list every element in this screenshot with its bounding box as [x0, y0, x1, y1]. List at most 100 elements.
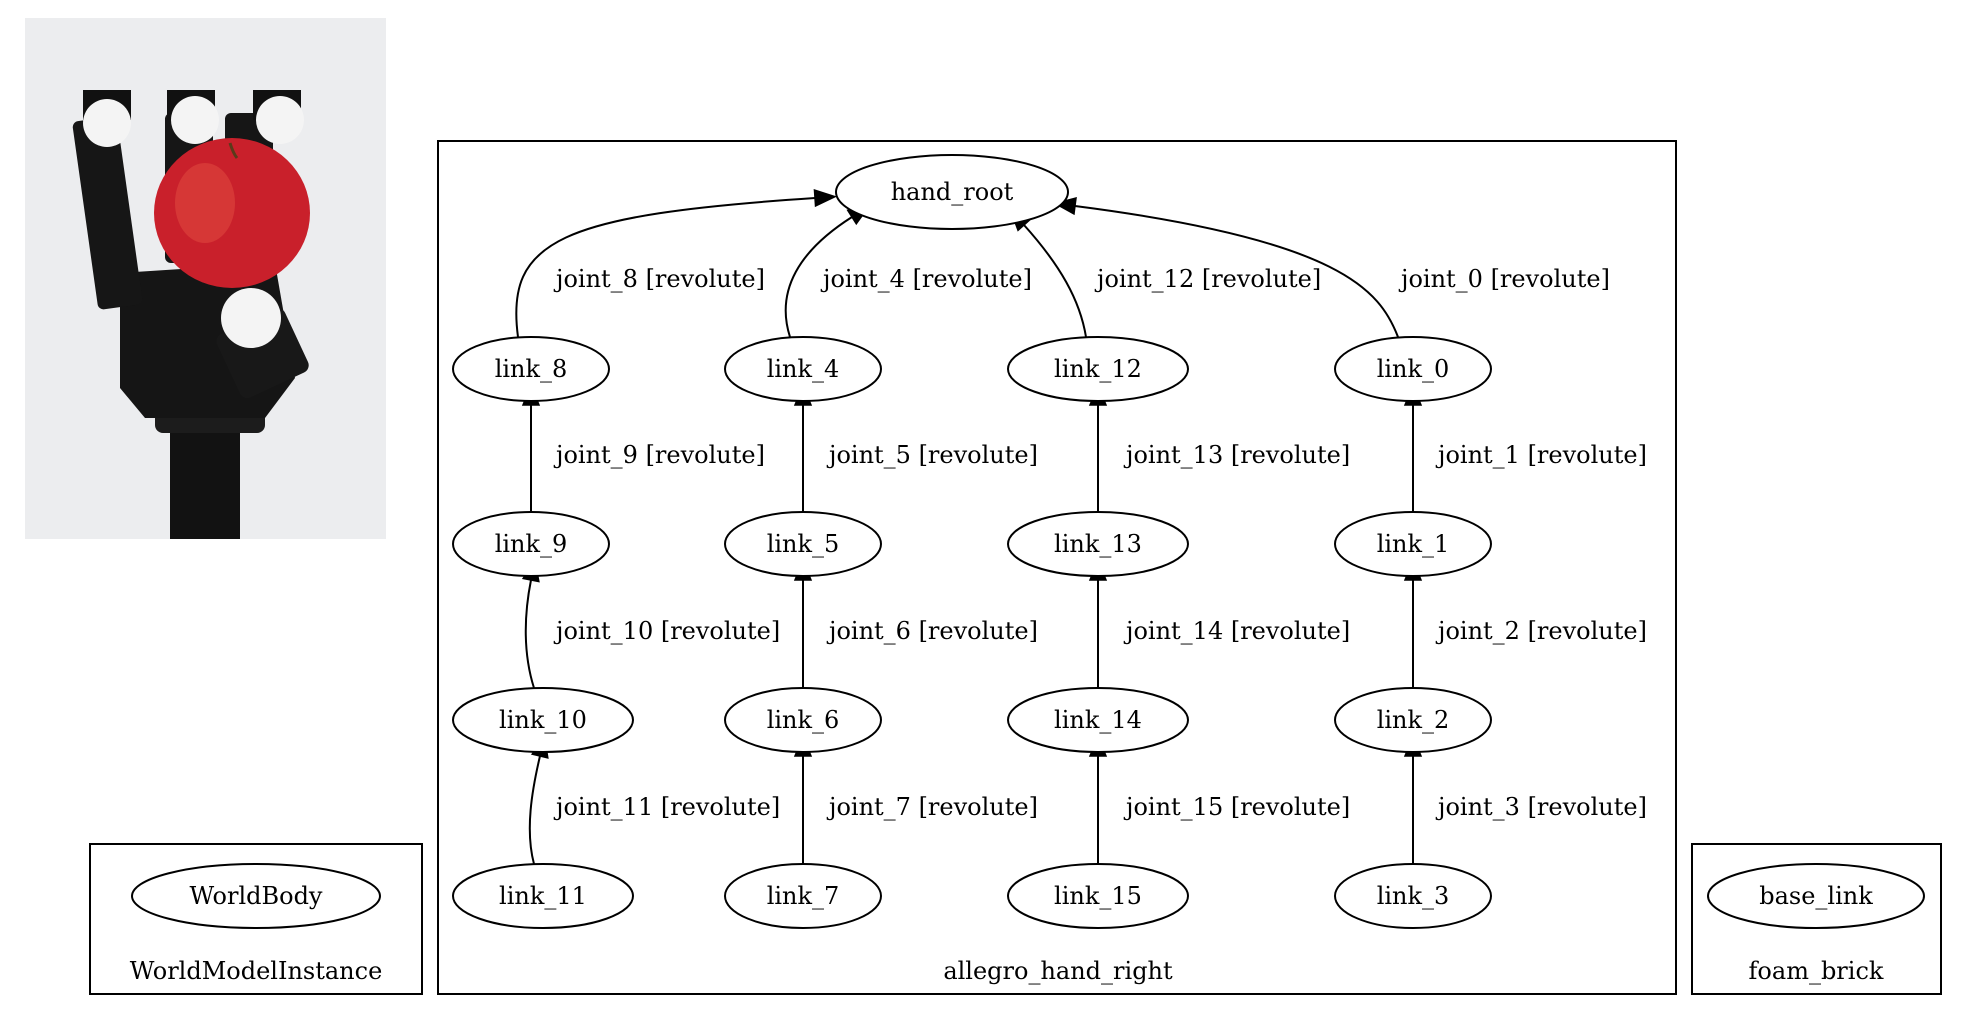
- fingertip-left: [83, 99, 131, 147]
- node-link-12: link_12: [1007, 336, 1189, 402]
- edge-label: joint_3 [revolute]: [1435, 793, 1647, 821]
- node-shape: [1334, 687, 1492, 753]
- node-label: link_0: [1377, 355, 1450, 383]
- edge-link_11-to-link_10: joint_11 [revolute]: [528, 734, 780, 865]
- edge-link_3-to-link_2: joint_3 [revolute]: [1403, 733, 1647, 864]
- fingertip-thumb: [221, 288, 281, 348]
- edge-label: joint_12 [revolute]: [1094, 265, 1321, 293]
- edge-link_5-to-link_4: joint_5 [revolute]: [793, 382, 1038, 512]
- node-link-9: link_9: [452, 511, 610, 577]
- node-shape: [835, 154, 1069, 230]
- node-label: link_7: [767, 882, 840, 910]
- edge-layer: joint_8 [revolute]joint_4 [revolute] join…: [515, 188, 1647, 865]
- node-link-10: link_10: [452, 687, 634, 753]
- node-shape: [1707, 863, 1925, 929]
- robot-hand-photo: [25, 18, 386, 539]
- node-link-2: link_2: [1334, 687, 1492, 753]
- edge-link_2-to-link_1: joint_2 [revolute]: [1403, 557, 1647, 688]
- apple: [154, 138, 310, 288]
- edge-link_6-to-link_5: joint_6 [revolute]: [793, 557, 1038, 688]
- edge-line: [515, 197, 816, 338]
- node-link-7: link_7: [724, 863, 882, 929]
- node-label: link_13: [1054, 530, 1142, 558]
- cluster-box: [89, 843, 423, 995]
- edge-label: joint_11 [revolute]: [553, 793, 780, 821]
- cluster-world: WorldModelInstance: [89, 843, 423, 995]
- node-shape: [1334, 336, 1492, 402]
- node-hand-root: hand_root: [835, 154, 1069, 230]
- edge-link_9-to-link_8: joint_9 [revolute]: [521, 382, 765, 512]
- edge-line: [1074, 205, 1399, 338]
- node-label: link_9: [495, 530, 568, 558]
- arrowhead: [813, 188, 837, 208]
- node-base-link: base_link: [1707, 863, 1925, 929]
- node-WorldBody: WorldBody: [131, 863, 381, 929]
- wrist-column: [170, 418, 240, 539]
- node-label: link_10: [499, 706, 587, 734]
- node-label: link_5: [767, 530, 840, 558]
- node-shape: [452, 863, 634, 929]
- edge-label: joint_9 [revolute]: [553, 441, 765, 469]
- node-label: link_1: [1377, 530, 1450, 558]
- edge-link_8-to-hand_root: joint_8 [revolute]: [515, 188, 837, 338]
- node-label: link_11: [499, 882, 587, 910]
- node-label: link_15: [1054, 882, 1142, 910]
- edge-link_13-to-link_12: joint_13 [revolute]: [1088, 382, 1350, 512]
- cluster-brick: foam_brick: [1691, 843, 1942, 995]
- cluster-label: WorldModelInstance: [130, 957, 383, 985]
- fingertip-middle: [171, 96, 219, 144]
- node-label: link_3: [1377, 882, 1450, 910]
- edge-label: joint_5 [revolute]: [826, 441, 1038, 469]
- edge-label: joint_2 [revolute]: [1435, 617, 1647, 645]
- node-shape: [1007, 687, 1189, 753]
- node-link-3: link_3: [1334, 863, 1492, 929]
- node-link-4: link_4: [724, 336, 882, 402]
- edge-label: joint_15 [revolute]: [1123, 793, 1350, 821]
- node-label: base_link: [1759, 882, 1873, 910]
- edge-label: joint_6 [revolute]: [826, 617, 1038, 645]
- node-label: link_6: [767, 706, 840, 734]
- edge-label: joint_4 [revolute]: [820, 265, 1032, 293]
- node-link-0: link_0: [1334, 336, 1492, 402]
- node-shape: [724, 863, 882, 929]
- edge-line: [784, 216, 853, 338]
- node-shape: [452, 511, 610, 577]
- fingertip-right: [256, 96, 304, 144]
- node-link-14: link_14: [1007, 687, 1189, 753]
- node-label: hand_root: [891, 178, 1014, 206]
- node-shape: [131, 863, 381, 929]
- edge-line: [528, 755, 541, 865]
- node-shape: [452, 336, 610, 402]
- node-shape: [1007, 511, 1189, 577]
- node-label: link_14: [1054, 706, 1142, 734]
- node-shape: [724, 336, 882, 402]
- node-label: link_2: [1377, 706, 1450, 734]
- edge-link_14-to-link_13: joint_14 [revolute]: [1088, 557, 1350, 688]
- finger-left: [72, 116, 143, 310]
- node-shape: [1334, 511, 1492, 577]
- node-link-11: link_11: [452, 863, 634, 929]
- edge-label: joint_1 [revolute]: [1435, 441, 1647, 469]
- node-shape: [1007, 863, 1189, 929]
- edge-label: joint_13 [revolute]: [1123, 441, 1350, 469]
- node-link-8: link_8: [452, 336, 610, 402]
- edge-label: joint_10 [revolute]: [553, 617, 780, 645]
- node-shape: [452, 687, 634, 753]
- node-shape: [1007, 336, 1189, 402]
- cluster-box: [437, 140, 1677, 995]
- node-shape: [724, 687, 882, 753]
- edge-line: [1023, 224, 1087, 338]
- node-label: link_12: [1054, 355, 1142, 383]
- apple-stem: [228, 142, 239, 159]
- cluster-box: [1691, 843, 1942, 995]
- node-link-13: link_13: [1007, 511, 1189, 577]
- edge-line: [524, 579, 535, 689]
- node-label: link_4: [767, 355, 840, 383]
- cluster-label: allegro_hand_right: [943, 957, 1173, 985]
- node-link-5: link_5: [724, 511, 882, 577]
- edge-link_15-to-link_14: joint_15 [revolute]: [1088, 733, 1350, 864]
- node-label: WorldBody: [189, 882, 322, 910]
- node-link-15: link_15: [1007, 863, 1189, 929]
